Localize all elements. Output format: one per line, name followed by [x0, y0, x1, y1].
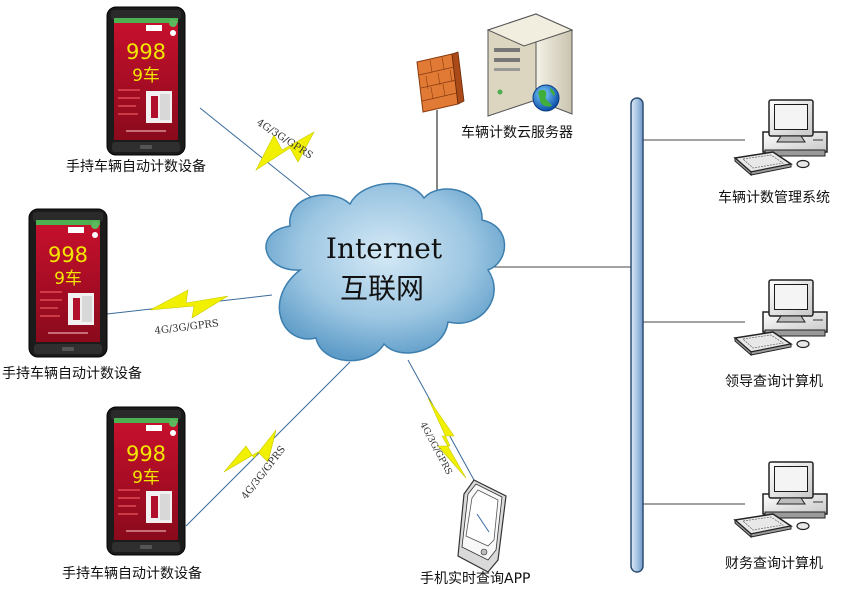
computer-label: 财务查询计算机 — [725, 556, 823, 572]
computer-leader: 领导查询计算机 — [725, 279, 828, 390]
cloud-title-cn: 互联网 — [340, 272, 424, 305]
desktop-computer-icon — [734, 99, 828, 176]
device-count: 998 — [126, 40, 166, 64]
computer-management: 车辆计数管理系统 — [718, 99, 830, 206]
server-label: 车辆计数云服务器 — [461, 124, 573, 141]
device-count: 998 — [126, 442, 166, 466]
device-unit: 9车 — [54, 269, 82, 289]
lightning-bolts — [149, 131, 467, 479]
firewall-icon — [416, 51, 465, 113]
pda-icon — [457, 479, 507, 573]
handheld-device-3: 998 9车 手持车辆自动计数设备 — [62, 406, 202, 582]
internet-cloud: Internet 互联网 — [265, 182, 506, 362]
network-bus — [630, 97, 745, 573]
device-label: 手持车辆自动计数设备 — [2, 365, 142, 382]
device-count: 998 — [48, 243, 88, 267]
computer-label: 车辆计数管理系统 — [718, 189, 830, 206]
desktop-computer-icon — [734, 279, 828, 356]
cloud-title-en: Internet — [326, 232, 443, 265]
lightning-icon — [149, 289, 229, 319]
cloud-icon — [265, 182, 506, 362]
phone-label: 手机实时查询APP — [420, 571, 530, 587]
device-unit: 9车 — [132, 468, 160, 488]
device-unit: 9车 — [132, 66, 160, 86]
computer-finance: 财务查询计算机 — [725, 461, 828, 572]
cloud-server: 车辆计数云服务器 — [461, 13, 574, 141]
lightning-icon — [427, 397, 467, 479]
handheld-device-1: 998 9车 手持车辆自动计数设备 — [66, 6, 206, 175]
device-label: 手持车辆自动计数设备 — [62, 565, 202, 582]
server-icon — [486, 13, 574, 117]
handheld-device-2: 998 9车 手持车辆自动计数设备 — [2, 208, 142, 382]
desktop-computer-icon — [734, 461, 828, 538]
firewall — [416, 51, 465, 113]
link-label-device-2: 4G/3G/GPRS — [154, 318, 220, 337]
mobile-phone: 手机实时查询APP — [420, 479, 530, 587]
lightning-icon — [255, 131, 315, 171]
lightning-icon — [223, 429, 277, 473]
device-label: 手持车辆自动计数设备 — [66, 158, 206, 175]
computer-label: 领导查询计算机 — [725, 374, 823, 390]
globe-icon — [532, 84, 560, 112]
